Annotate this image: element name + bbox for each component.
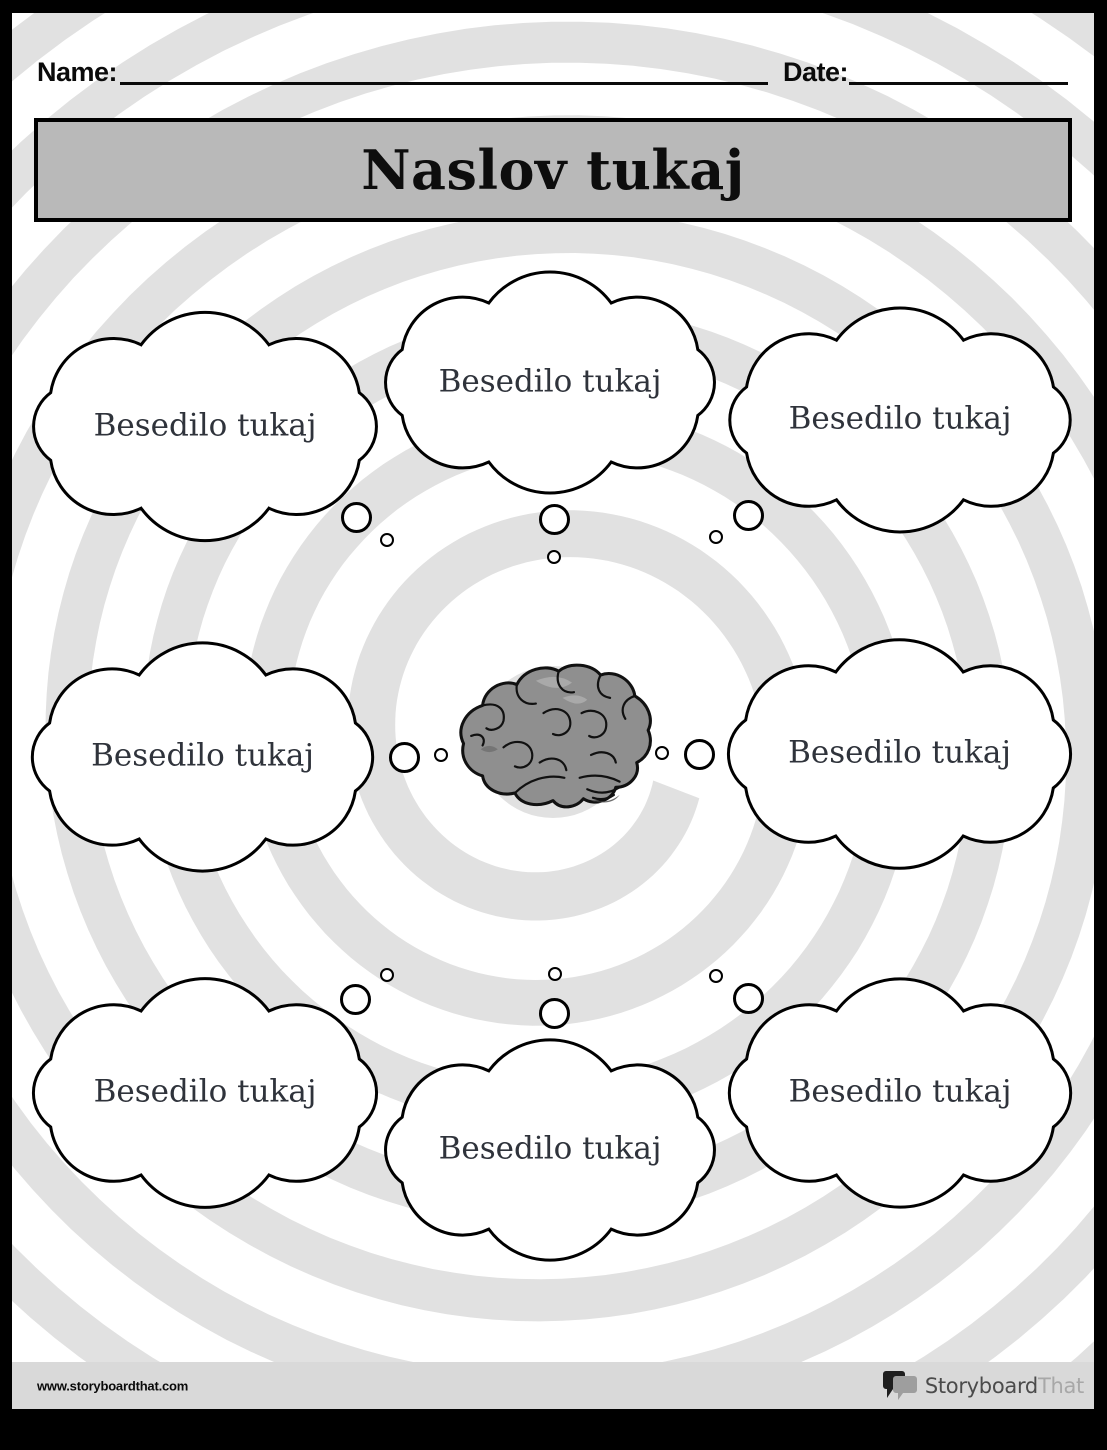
thought-dot-small [434, 748, 448, 762]
date-label: Date: [783, 57, 849, 87]
cloud-top-right: Besedilo tukaj [728, 306, 1072, 534]
cloud-text: Besedilo tukaj [788, 1073, 1012, 1110]
storyboardthat-logo: StoryboardThat [882, 1370, 1084, 1402]
thought-dot-large [388, 741, 420, 773]
cloud-top-left: Besedilo tukaj [32, 310, 378, 543]
thought-dot-large [340, 501, 372, 533]
cloud-shape [727, 638, 1072, 870]
name-label: Name: [37, 57, 118, 87]
thought-dot-small [655, 746, 669, 760]
cloud-top-center: Besedilo tukaj [384, 270, 716, 495]
thought-dot-small [709, 530, 723, 544]
title-bar: Naslov tukaj [34, 118, 1072, 222]
logo-text-that: That [1037, 1373, 1084, 1398]
thought-dot-large [683, 738, 715, 770]
logo-text: StoryboardThat [925, 1374, 1084, 1398]
thought-dot-small [548, 967, 562, 981]
cloud-shape [727, 977, 1073, 1209]
cloud-shape [32, 977, 378, 1209]
speech-bubbles-logo-icon [882, 1370, 917, 1400]
cloud-shape [30, 641, 375, 873]
thought-dot-large [732, 982, 764, 1014]
thought-dot-large [339, 983, 371, 1015]
cloud-text: Besedilo tukaj [93, 1073, 317, 1110]
cloud-text: Besedilo tukaj [438, 1130, 662, 1167]
cloud-text: Besedilo tukaj [788, 400, 1012, 437]
footer-bar: www.storyboardthat.com StoryboardThat [12, 1362, 1094, 1409]
brain-illustration [459, 663, 652, 809]
thought-dot-large [732, 499, 764, 531]
thought-dot-small [380, 968, 394, 982]
cloud-bottom-center: Besedilo tukaj [384, 1038, 716, 1262]
cloud-shape [728, 306, 1072, 534]
worksheet-page: Name: Date: Naslov tukaj Besedilo tukaj … [12, 13, 1094, 1409]
site-url: www.storyboardthat.com [37, 1378, 189, 1393]
name-line [120, 82, 768, 85]
date-line [849, 82, 1068, 85]
cloud-text: Besedilo tukaj [91, 737, 314, 774]
cloud-bottom-right: Besedilo tukaj [727, 977, 1073, 1209]
cloud-bottom-left: Besedilo tukaj [32, 977, 378, 1209]
cloud-shape [384, 1038, 716, 1262]
thought-dot-large [538, 997, 570, 1029]
thought-dot-small [547, 550, 561, 564]
title-text: Naslov tukaj [361, 138, 745, 202]
cloud-middle-left: Besedilo tukaj [30, 641, 375, 873]
cloud-shape [32, 310, 378, 543]
cloud-middle-right: Besedilo tukaj [727, 638, 1072, 870]
cloud-shape [384, 270, 716, 495]
thought-dot-large [538, 503, 570, 535]
thought-dot-small [380, 533, 394, 547]
logo-text-storyboard: Storyboard [924, 1373, 1038, 1398]
cloud-text: Besedilo tukaj [93, 407, 317, 444]
cloud-text: Besedilo tukaj [438, 363, 662, 400]
cloud-text: Besedilo tukaj [788, 734, 1011, 771]
thought-dot-small [709, 969, 723, 983]
